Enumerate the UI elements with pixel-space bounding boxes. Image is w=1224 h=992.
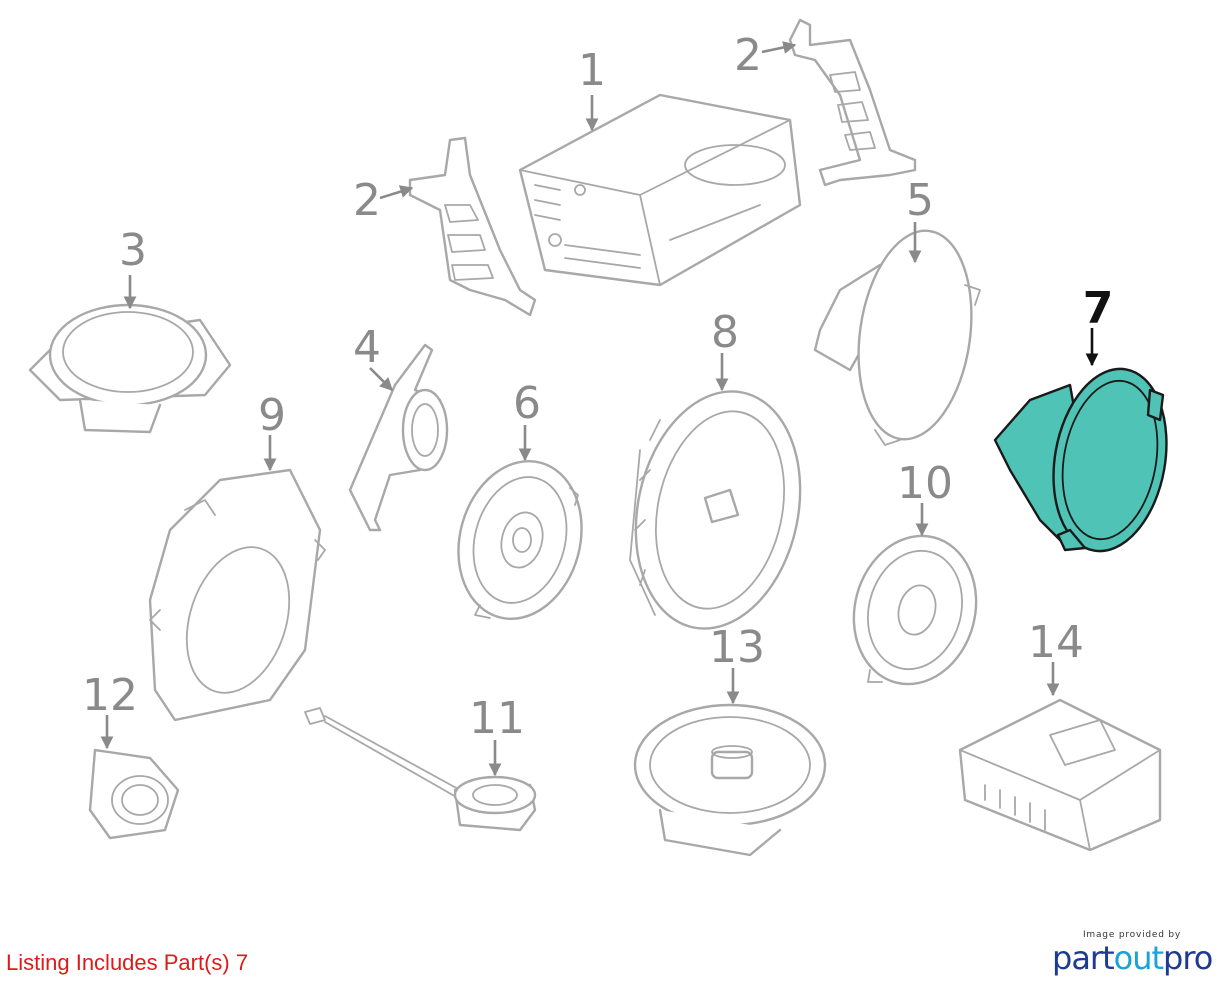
- part-2-bracket-right: [788, 18, 917, 187]
- brand-part: part: [1052, 939, 1115, 977]
- part-1-head-unit: [518, 93, 802, 287]
- callout-9: 9: [258, 390, 286, 441]
- part-10-speaker: [852, 534, 978, 686]
- callout-4: 4: [353, 322, 381, 373]
- part-5-speaker: [813, 229, 981, 446]
- callout-5: 5: [906, 175, 934, 226]
- callout-3: 3: [119, 225, 147, 276]
- callout-2-left: 2: [353, 175, 381, 226]
- callout-7: 7: [1083, 283, 1114, 334]
- brand-out: out: [1113, 939, 1164, 977]
- part-4-tweeter-bracket: [348, 343, 449, 532]
- part-11-tweeter-with-harness: [304, 707, 537, 832]
- callout-1: 1: [578, 45, 606, 96]
- part-2-bracket-left: [408, 136, 537, 317]
- arrow-2b: [761, 41, 797, 54]
- part-13-speaker: [633, 703, 827, 857]
- callout-12: 12: [82, 670, 138, 721]
- callout-10: 10: [897, 458, 953, 509]
- part-6-speaker: [457, 459, 583, 621]
- callout-13: 13: [709, 622, 765, 673]
- provider-logo: Image provided by partoutpro: [1052, 930, 1213, 977]
- callout-6: 6: [513, 378, 541, 429]
- part-3-tweeter-ring: [28, 303, 232, 434]
- callout-8: 8: [711, 307, 739, 358]
- callout-11: 11: [469, 693, 525, 744]
- provider-caption: Image provided by: [1082, 930, 1182, 940]
- provider-brand: partoutpro: [1052, 939, 1213, 977]
- arrow-2a: [379, 185, 414, 200]
- arrow-4: [369, 367, 393, 391]
- part-14-amplifier: [958, 698, 1162, 852]
- part-9-speaker-housing: [148, 468, 326, 722]
- brand-pro: pro: [1163, 939, 1213, 977]
- callout-14: 14: [1028, 617, 1084, 668]
- callout-2-right: 2: [734, 30, 762, 81]
- part-8-woofer: [629, 390, 802, 630]
- part-7-speaker-highlighted: [993, 367, 1168, 553]
- part-12-tweeter-housing: [88, 748, 180, 840]
- listing-note: Listing Includes Part(s) 7: [6, 950, 249, 975]
